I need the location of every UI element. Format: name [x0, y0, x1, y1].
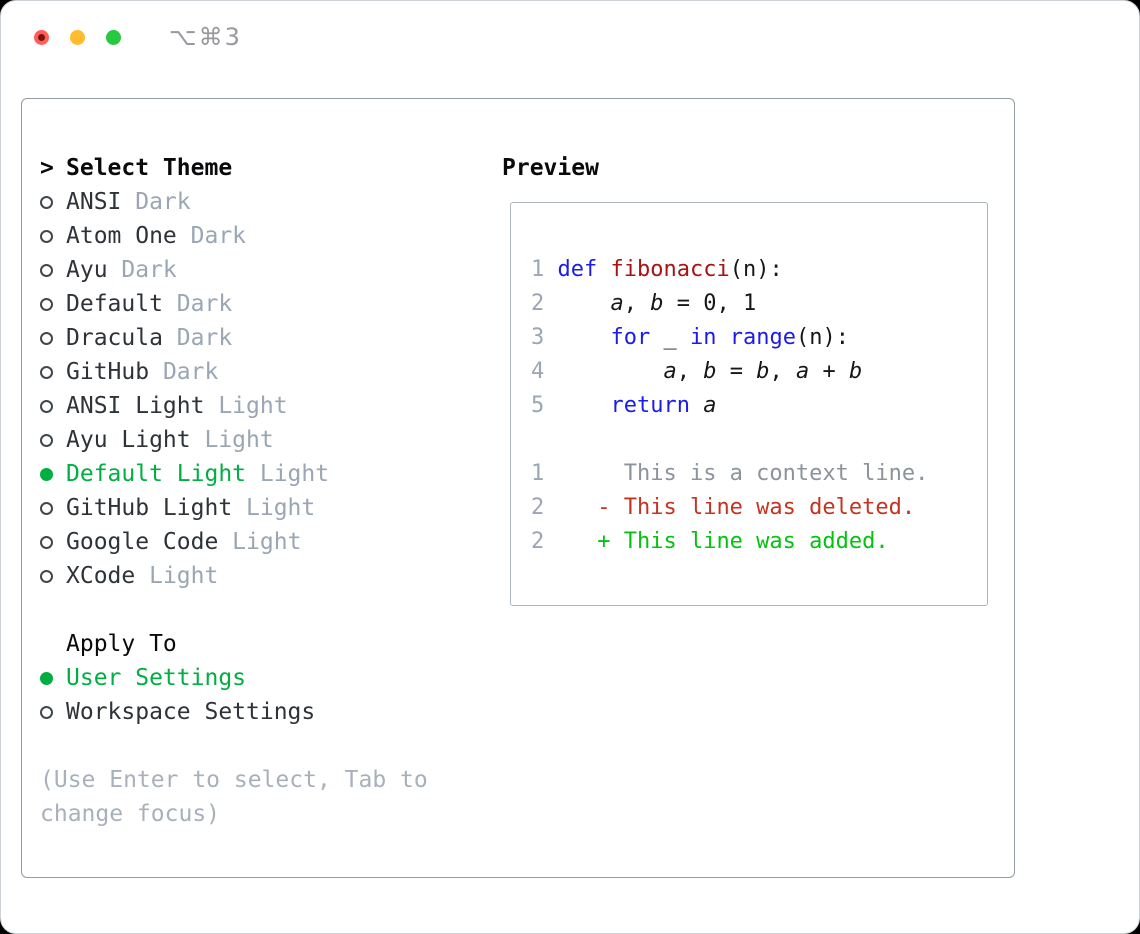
diff-line-deleted: 2 - This line was deleted. — [531, 491, 987, 525]
theme-option-ayu-light[interactable]: Ayu Light Light — [40, 423, 428, 457]
theme-name: Ayu Light — [66, 427, 191, 453]
theme-name: XCode — [66, 563, 136, 589]
diff-text: - This line was deleted. — [597, 495, 916, 520]
spacer — [40, 593, 428, 627]
code-line: 4 a, b = b, a + b — [531, 359, 863, 384]
radio-selected-icon — [40, 467, 66, 481]
preview-title: Preview — [502, 155, 599, 181]
radio-unselected-icon — [40, 297, 66, 311]
theme-option-ansi-light[interactable]: ANSI Light Light — [40, 389, 428, 423]
theme-variant-tag: Light — [232, 495, 316, 521]
line-number: 2 — [531, 495, 545, 520]
theme-option-default-light[interactable]: Default Light Light — [40, 457, 428, 491]
line-number: 4 — [531, 359, 545, 384]
theme-option-dracula[interactable]: Dracula Dark — [40, 321, 428, 355]
zoom-button[interactable] — [106, 29, 121, 45]
close-button[interactable] — [34, 29, 49, 45]
apply-option-label: User Settings — [66, 665, 247, 691]
theme-option-google-code[interactable]: Google Code Light — [40, 525, 428, 559]
select-theme-title: Select Theme — [66, 155, 233, 181]
select-theme-header: > Select Theme — [40, 151, 428, 185]
preview-box: 1 def fibonacci(n): 2 a, b = 0, 1 3 for _ … — [510, 202, 988, 606]
apply-option-user-settings[interactable]: User Settings — [40, 661, 428, 695]
radio-unselected-icon — [40, 365, 66, 379]
line-number: 1 — [531, 461, 545, 486]
theme-variant-tag: Light — [135, 563, 219, 589]
theme-name: GitHub Light — [66, 495, 233, 521]
apply-option-workspace-settings[interactable]: Workspace Settings — [40, 695, 428, 729]
theme-variant-tag: Dark — [149, 359, 219, 385]
blank-code-line — [531, 423, 987, 457]
radio-selected-icon — [40, 671, 66, 685]
code-line: 3 for _ in range(n): — [531, 325, 849, 350]
radio-unselected-icon — [40, 195, 66, 209]
apply-to-title: Apply To — [66, 631, 177, 657]
theme-option-ayu[interactable]: Ayu Dark — [40, 253, 428, 287]
code-line: 1 def fibonacci(n): — [531, 257, 783, 282]
theme-option-ansi[interactable]: ANSI Dark — [40, 185, 428, 219]
apply-option-label: Workspace Settings — [66, 699, 316, 725]
diff-line-context: 1 This is a context line. — [531, 457, 987, 491]
radio-unselected-icon — [40, 535, 66, 549]
diff-block: 1 This is a context line.2 - This line w… — [531, 457, 987, 559]
theme-variant-tag: Light — [190, 427, 274, 453]
diff-text: + This line was added. — [597, 529, 889, 554]
theme-name: Atom One — [66, 223, 177, 249]
theme-option-github[interactable]: GitHub Dark — [40, 355, 428, 389]
theme-name: Ayu — [66, 257, 108, 283]
diff-line-added: 2 + This line was added. — [531, 525, 987, 559]
theme-variant-tag: Dark — [162, 291, 233, 317]
theme-name: ANSI Light — [66, 393, 205, 419]
line-number: 2 — [531, 291, 545, 316]
help-text-line2: change focus) — [40, 801, 221, 827]
line-number: 5 — [531, 393, 545, 418]
theme-variant-tag: Dark — [107, 257, 177, 283]
theme-option-atom-one[interactable]: Atom One Dark — [40, 219, 428, 253]
radio-unselected-icon — [40, 229, 66, 243]
theme-option-default[interactable]: Default Dark — [40, 287, 428, 321]
code-line: 5 return a — [531, 393, 717, 418]
theme-variant-tag: Dark — [162, 325, 233, 351]
theme-variant-tag: Light — [204, 393, 288, 419]
minimize-button[interactable] — [70, 29, 85, 45]
theme-variant-tag: Light — [218, 529, 302, 555]
radio-unselected-icon — [40, 331, 66, 345]
apply-to-header: Apply To — [40, 627, 428, 661]
code-block: 1 def fibonacci(n): 2 a, b = 0, 1 3 for _ … — [531, 253, 987, 423]
code-line: 2 a, b = 0, 1 — [531, 291, 757, 316]
theme-name: Dracula — [66, 325, 163, 351]
spacer — [40, 729, 428, 763]
diff-text: This is a context line. — [597, 461, 929, 486]
radio-unselected-icon — [40, 263, 66, 277]
theme-variant-tag: Dark — [176, 223, 247, 249]
theme-variant-tag: Light — [246, 461, 330, 487]
theme-name: Default — [66, 291, 163, 317]
theme-option-xcode[interactable]: XCode Light — [40, 559, 428, 593]
radio-unselected-icon — [40, 569, 66, 583]
titlebar: ⌥⌘3 — [1, 1, 1139, 73]
line-number: 3 — [531, 325, 545, 350]
line-number: 2 — [531, 529, 545, 554]
window-title: ⌥⌘3 — [169, 23, 242, 51]
theme-option-github-light[interactable]: GitHub Light Light — [40, 491, 428, 525]
theme-name: ANSI — [66, 189, 122, 215]
radio-unselected-icon — [40, 433, 66, 447]
help-text-line1: (Use Enter to select, Tab to — [40, 767, 428, 793]
chevron-right-icon: > — [40, 155, 54, 181]
line-number: 1 — [531, 257, 545, 282]
theme-name: GitHub — [66, 359, 150, 385]
radio-unselected-icon — [40, 705, 66, 719]
theme-name: Default Light — [66, 461, 247, 487]
theme-variant-tag: Dark — [121, 189, 191, 215]
radio-unselected-icon — [40, 399, 66, 413]
radio-unselected-icon — [40, 501, 66, 515]
theme-name: Google Code — [66, 529, 219, 555]
